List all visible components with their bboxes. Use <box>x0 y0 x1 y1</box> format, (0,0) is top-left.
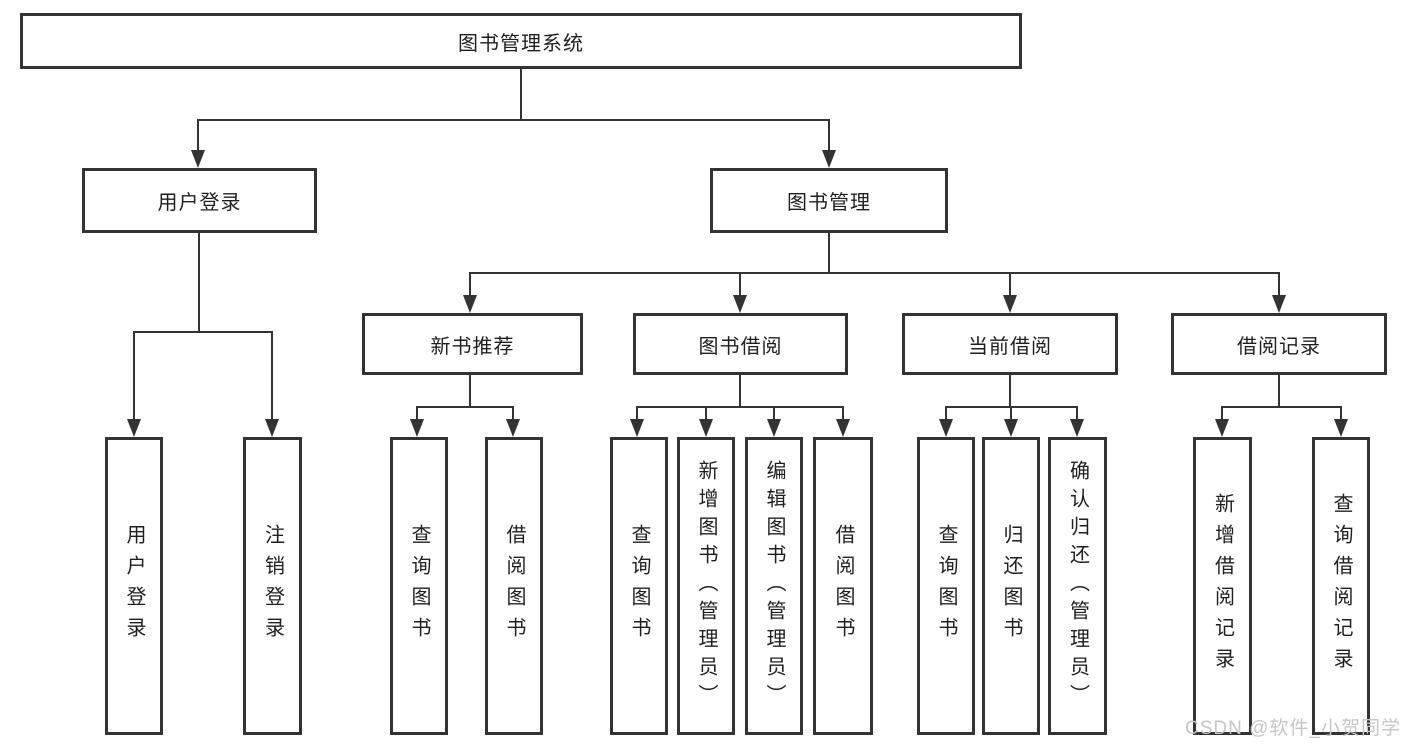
arrow-down-icon <box>127 419 141 437</box>
node-label: 新增图书（管理员） <box>695 460 717 712</box>
node-user-login: 用户登录 <box>82 168 317 233</box>
leaf-query-book-recommend: 查询图书 <box>390 437 448 735</box>
arrow-down-icon <box>1272 295 1286 313</box>
node-label: 图书借阅 <box>698 335 783 358</box>
arrow-down-icon <box>410 419 424 437</box>
node-label: 确认归还（管理员） <box>1066 460 1089 712</box>
node-book-management: 图书管理 <box>710 168 948 233</box>
connector-hline <box>469 272 1280 274</box>
node-current-borrow: 当前借阅 <box>902 313 1118 375</box>
arrow-down-icon <box>733 295 747 313</box>
node-label: 新增借阅记录 <box>1211 493 1234 679</box>
connector-vline <box>133 331 135 425</box>
connector-vline <box>739 272 741 301</box>
arrow-down-icon <box>699 419 713 437</box>
connector-vline <box>1278 375 1280 408</box>
node-label: 归还图书 <box>1000 524 1022 648</box>
connector-vline <box>739 375 741 408</box>
arrow-down-icon <box>463 295 477 313</box>
connector-vline <box>705 406 707 425</box>
leaf-user-login: 用户登录 <box>105 437 163 735</box>
node-label: 查询图书 <box>408 524 430 648</box>
csdn-watermark: CSDN @软件_小贺同学 <box>1185 718 1401 739</box>
node-label: 用户登录 <box>157 192 242 214</box>
leaf-query-book-current: 查询图书 <box>917 437 975 735</box>
connector-vline <box>469 375 471 408</box>
node-label: 用户登录 <box>123 524 145 648</box>
arrow-down-icon <box>1004 419 1018 437</box>
node-label: 图书管理 <box>787 192 871 214</box>
node-label: 借阅图书 <box>832 524 854 648</box>
connector-vline <box>773 406 775 425</box>
node-label: 借阅图书 <box>503 524 525 648</box>
connector-vline <box>1221 406 1223 425</box>
connector-vline <box>512 406 514 425</box>
connector-vline <box>416 406 418 425</box>
connector-vline <box>1010 406 1012 425</box>
node-library-system: 图书管理系统 <box>20 13 1022 69</box>
arrow-down-icon <box>630 419 644 437</box>
arrow-down-icon <box>1070 419 1084 437</box>
connector-vline <box>271 331 273 425</box>
arrow-down-icon <box>836 419 850 437</box>
connector-vline <box>828 233 830 274</box>
arrow-down-icon <box>822 150 836 168</box>
connector-vline <box>1009 375 1011 408</box>
connector-vline <box>828 119 830 156</box>
node-label: 编辑图书（管理员） <box>763 460 785 712</box>
leaf-confirm-return-admin: 确认归还（管理员） <box>1048 437 1107 735</box>
node-label: 新书推荐 <box>430 335 515 358</box>
connector-vline <box>520 69 522 120</box>
connector-vline <box>945 406 947 425</box>
leaf-add-borrow-record: 新增借阅记录 <box>1193 437 1252 735</box>
node-borrow-records: 借阅记录 <box>1171 313 1387 375</box>
connector-vline <box>198 233 200 333</box>
leaf-add-book-admin: 新增图书（管理员） <box>677 437 735 735</box>
connector-vline <box>197 119 199 156</box>
connector-vline <box>636 406 638 425</box>
leaf-query-book-borrow: 查询图书 <box>610 437 668 735</box>
node-label: 图书管理系统 <box>458 32 584 55</box>
connector-hline <box>1221 406 1342 408</box>
node-label: 注销登录 <box>261 524 284 648</box>
leaf-logout: 注销登录 <box>243 437 302 735</box>
arrow-down-icon <box>265 419 279 437</box>
connector-vline <box>469 272 471 301</box>
leaf-borrow-book: 借阅图书 <box>813 437 873 735</box>
leaf-borrow-book-recommend: 借阅图书 <box>485 437 543 735</box>
node-label: 借阅记录 <box>1237 335 1321 358</box>
node-label: 查询图书 <box>935 524 957 648</box>
node-label: 查询图书 <box>628 524 650 648</box>
node-label: 当前借阅 <box>968 335 1052 358</box>
arrow-down-icon <box>1334 419 1348 437</box>
arrow-down-icon <box>191 150 205 168</box>
node-book-borrow: 图书借阅 <box>633 313 848 375</box>
arrow-down-icon <box>1003 295 1017 313</box>
arrow-down-icon <box>767 419 781 437</box>
arrow-down-icon <box>506 419 520 437</box>
connector-vline <box>1009 272 1011 301</box>
node-new-book-recommend: 新书推荐 <box>362 313 583 375</box>
connector-vline <box>1278 272 1280 301</box>
node-label: 查询借阅记录 <box>1330 493 1352 679</box>
connector-hline <box>416 406 514 408</box>
leaf-query-borrow-record: 查询借阅记录 <box>1312 437 1370 735</box>
connector-vline <box>842 406 844 425</box>
leaf-return-book: 归还图书 <box>982 437 1040 735</box>
leaf-edit-book-admin: 编辑图书（管理员） <box>745 437 803 735</box>
arrow-down-icon <box>1215 419 1229 437</box>
arrow-down-icon <box>939 419 953 437</box>
connector-hline <box>636 406 844 408</box>
connector-hline <box>197 119 830 121</box>
connector-vline <box>1076 406 1078 425</box>
connector-vline <box>1340 406 1342 425</box>
connector-hline <box>133 331 273 333</box>
